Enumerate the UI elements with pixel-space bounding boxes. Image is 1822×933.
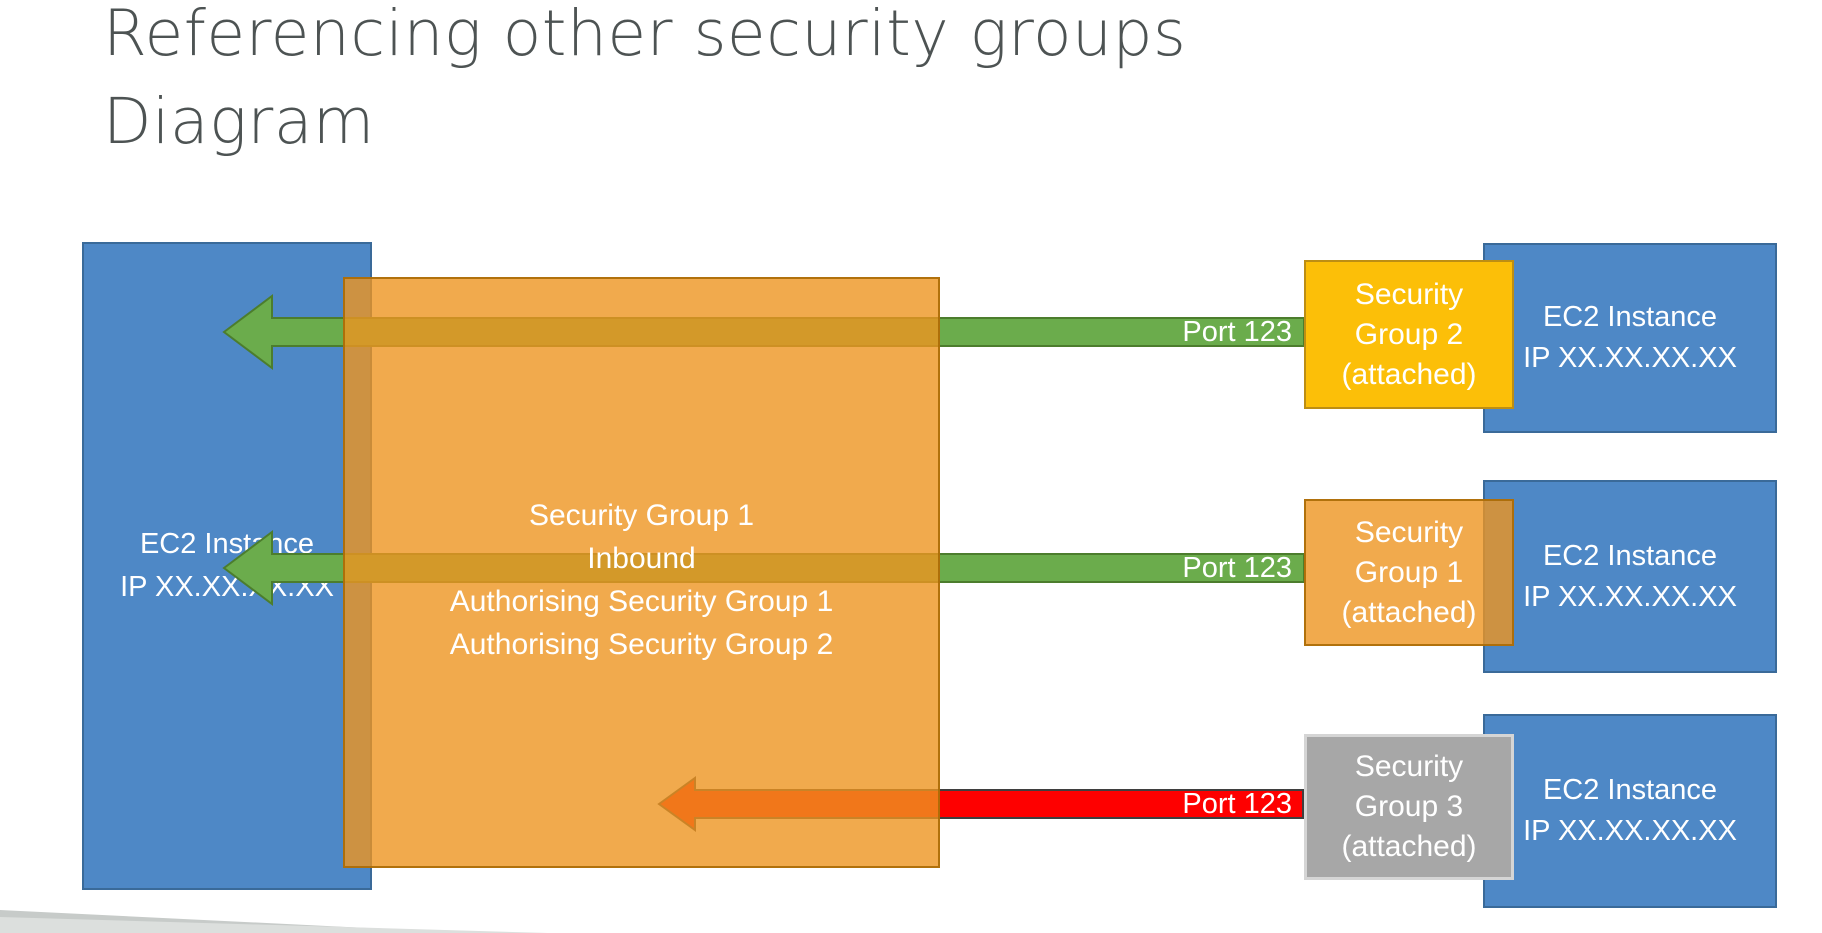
sg1-title: Security Group 1 — [528, 498, 755, 532]
ec2-instance-right-2: EC2 Instance IP XX.XX.XX.XX — [1483, 480, 1777, 673]
sg1-attached-line1: Security — [1354, 515, 1464, 549]
sg1-attached-line3: (attached) — [1341, 595, 1477, 629]
ec2-instance-right-3-ip: IP XX.XX.XX.XX — [1523, 815, 1737, 847]
sg3-attached-line2: Group 3 — [1354, 790, 1464, 823]
sg1-rule-1: Authorising Security Group 1 — [449, 584, 834, 618]
sg1-rule-2: Authorising Security Group 2 — [449, 627, 834, 661]
page-title: Referencing other security groups Diagra… — [103, 0, 1187, 158]
ec2-instance-right-1: EC2 Instance IP XX.XX.XX.XX — [1483, 243, 1777, 433]
port-label-bottom: Port 123 — [1182, 788, 1292, 820]
security-group-1-attached-box: Security Group 1 (attached) — [1304, 499, 1514, 646]
security-group-3-attached-box: Security Group 3 (attached) — [1304, 734, 1514, 880]
ec2-instance-right-2-ip: IP XX.XX.XX.XX — [1523, 580, 1737, 613]
ec2-instance-right-3-name: EC2 Instance — [1542, 774, 1718, 806]
sg3-attached-line1: Security — [1354, 750, 1464, 783]
ec2-instance-right-3: EC2 Instance IP XX.XX.XX.XX — [1483, 714, 1777, 908]
sg2-attached-line1: Security — [1354, 277, 1464, 311]
sg1-direction: Inbound — [587, 541, 696, 575]
ec2-instance-right-1-ip: IP XX.XX.XX.XX — [1523, 342, 1737, 374]
port-label-top: Port 123 — [1182, 316, 1292, 348]
sg1-attached-line2: Group 1 — [1354, 555, 1464, 589]
sg3-attached-line3: (attached) — [1341, 830, 1477, 863]
security-group-2-attached-box: Security Group 2 (attached) — [1304, 260, 1514, 409]
ec2-instance-right-1-name: EC2 Instance — [1542, 301, 1718, 333]
ec2-instance-right-2-name: EC2 Instance — [1542, 539, 1718, 572]
security-group-1-box: Security Group 1 Inbound Authorising Sec… — [343, 277, 940, 868]
sg2-attached-line3: (attached) — [1341, 357, 1477, 391]
port-label-middle: Port 123 — [1182, 552, 1292, 584]
sg2-attached-line2: Group 2 — [1354, 317, 1464, 351]
